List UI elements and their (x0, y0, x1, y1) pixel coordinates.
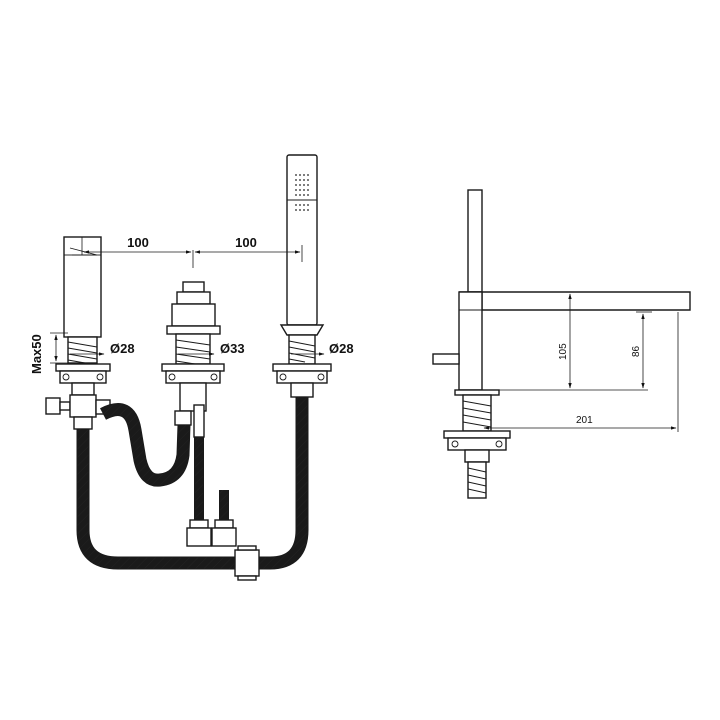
diameter-middle-label: Ø33 (220, 341, 245, 356)
left-connectors (45, 394, 111, 430)
braided-hoses (76, 397, 309, 570)
side-dimensions (483, 291, 679, 432)
supply-fittings (186, 519, 260, 581)
side-height-label: 105 (558, 343, 569, 360)
max-deck-label: Max50 (29, 334, 44, 374)
spacing-left-label: 100 (127, 235, 149, 250)
front-view: 100 100 Ø28 Ø33 Ø28 Max50 (29, 154, 354, 581)
left-handle (55, 236, 111, 396)
handshower (272, 154, 332, 398)
side-spout-height-label: 86 (631, 345, 642, 357)
spacing-right-label: 100 (235, 235, 257, 250)
front-dimensions (50, 237, 325, 364)
diameter-left-label: Ø28 (110, 341, 135, 356)
diameter-right-label: Ø28 (329, 341, 354, 356)
diverter-valve (161, 281, 225, 438)
side-reach-label: 201 (576, 415, 593, 426)
side-view: 105 86 201 (432, 189, 691, 499)
